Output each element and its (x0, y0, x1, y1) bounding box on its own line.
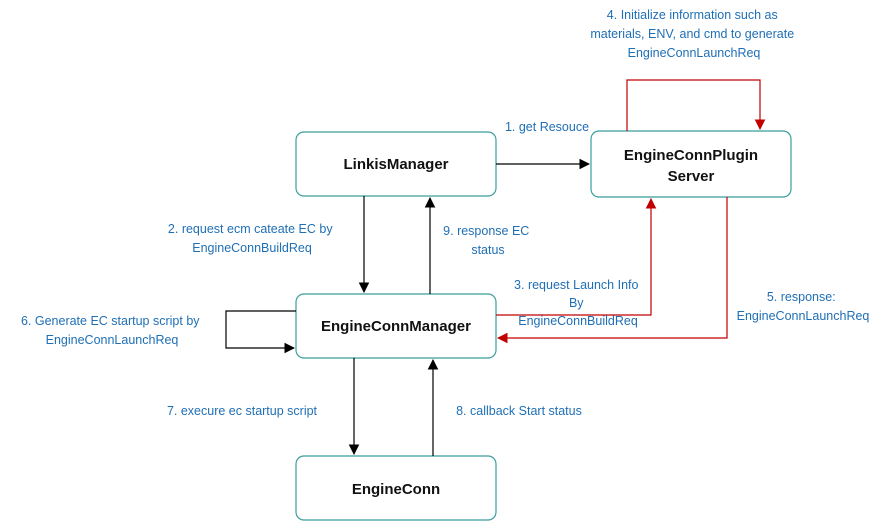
edge-4-self-loop-arrow (626, 79, 766, 131)
edge-4-label: 4. Initialize information such as materi… (590, 8, 797, 60)
edge-5-arrow (496, 197, 728, 344)
edge-8-label: 8. callback Start status (456, 404, 582, 418)
edge-3-arrow (496, 197, 657, 316)
edge-1-label: 1. get Resouce (505, 120, 589, 134)
edge-7-label: 7. execure ec startup script (167, 404, 318, 418)
node-engineconn-plugin-server: EngineConnPlugin Server (590, 130, 792, 198)
node-plugin-server-label-line1: EngineConnPlugin (624, 147, 758, 164)
edge-5-label: 5. response: EngineConnLaunchReq (737, 290, 870, 323)
node-plugin-server-label-line2: Server (668, 168, 715, 185)
node-engineconn-manager: EngineConnManager (295, 293, 497, 359)
node-linkis-manager: LinkisManager (295, 131, 497, 197)
edge-6-label: 6. Generate EC startup script by EngineC… (21, 314, 203, 347)
edge-6-self-loop-arrow (225, 310, 296, 354)
node-engineconn: EngineConn (295, 455, 497, 521)
node-engineconn-label: EngineConn (352, 481, 440, 498)
edge-3-label: 3. request Launch Info By EngineConnBuil… (514, 278, 642, 328)
edge-2-label: 2. request ecm cateate EC by EngineConnB… (168, 222, 336, 255)
node-engineconn-manager-label: EngineConnManager (321, 318, 471, 335)
node-linkis-manager-label: LinkisManager (343, 156, 448, 173)
edge-9-label: 9. response EC status (443, 224, 533, 257)
